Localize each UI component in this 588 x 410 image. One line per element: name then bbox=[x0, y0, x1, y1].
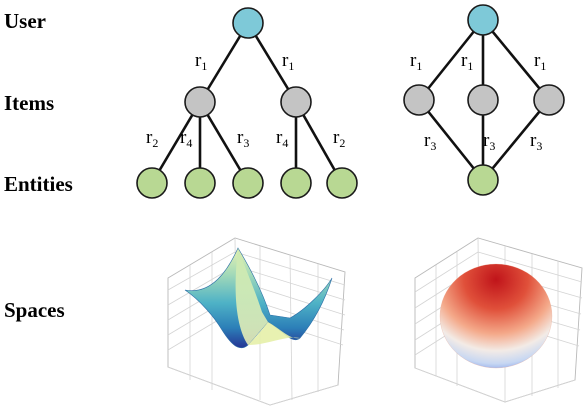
label-items: Items bbox=[4, 91, 55, 115]
item-node bbox=[533, 84, 565, 116]
label-spaces: Spaces bbox=[4, 298, 65, 322]
rel-label: r4 bbox=[180, 127, 192, 150]
item-node bbox=[403, 84, 435, 116]
rel-label: r3 bbox=[237, 127, 249, 150]
rel-label: r4 bbox=[276, 127, 288, 150]
rel-label: r1 bbox=[534, 50, 546, 73]
rel-label: r1 bbox=[410, 50, 422, 73]
saddle-surface bbox=[184, 247, 333, 349]
tree-nodes bbox=[136, 7, 358, 199]
label-entities: Entities bbox=[4, 172, 73, 196]
hyperbolic-space-plot bbox=[167, 237, 346, 406]
edge-item3-ent1 bbox=[481, 99, 551, 181]
rel-label: r1 bbox=[195, 50, 207, 73]
rel-label: r2 bbox=[146, 127, 158, 150]
edge-item1-ent1 bbox=[417, 99, 485, 181]
tree-relation-labels: r1 r1 r2 r4 r3 r4 r2 bbox=[146, 50, 345, 150]
graph-nodes bbox=[403, 4, 565, 196]
tree-diagram: r1 r1 r2 r4 r3 r4 r2 bbox=[136, 7, 358, 199]
rel-label: r3 bbox=[483, 130, 495, 153]
rel-label: r2 bbox=[333, 127, 345, 150]
graph-diagram: r1 r1 r1 r3 r3 r3 bbox=[403, 4, 565, 196]
rel-label: r1 bbox=[461, 50, 473, 73]
user-node bbox=[467, 4, 499, 36]
sphere-surface bbox=[440, 264, 552, 368]
user-node bbox=[232, 7, 264, 39]
entity-node bbox=[136, 167, 168, 199]
saddle-lip bbox=[248, 322, 300, 345]
edge-user-item1 bbox=[417, 19, 485, 101]
entity-node bbox=[232, 167, 264, 199]
spherical-space-plot bbox=[414, 237, 583, 403]
item-node bbox=[467, 84, 499, 116]
sphere-outline bbox=[439, 263, 553, 369]
entity-node bbox=[184, 167, 216, 199]
saddle-ridge bbox=[235, 248, 268, 345]
tree-edges bbox=[150, 22, 344, 184]
rel-label: r1 bbox=[282, 50, 294, 73]
entity-node bbox=[326, 167, 358, 199]
item-node bbox=[184, 86, 216, 118]
item-node bbox=[280, 86, 312, 118]
edge-user-item3 bbox=[481, 19, 551, 101]
rel-label: r3 bbox=[424, 130, 436, 153]
entity-node bbox=[280, 167, 312, 199]
label-user: User bbox=[4, 9, 46, 33]
entity-node bbox=[467, 164, 499, 196]
graph-relation-labels: r1 r1 r1 r3 r3 r3 bbox=[410, 50, 546, 153]
rel-label: r3 bbox=[530, 130, 542, 153]
